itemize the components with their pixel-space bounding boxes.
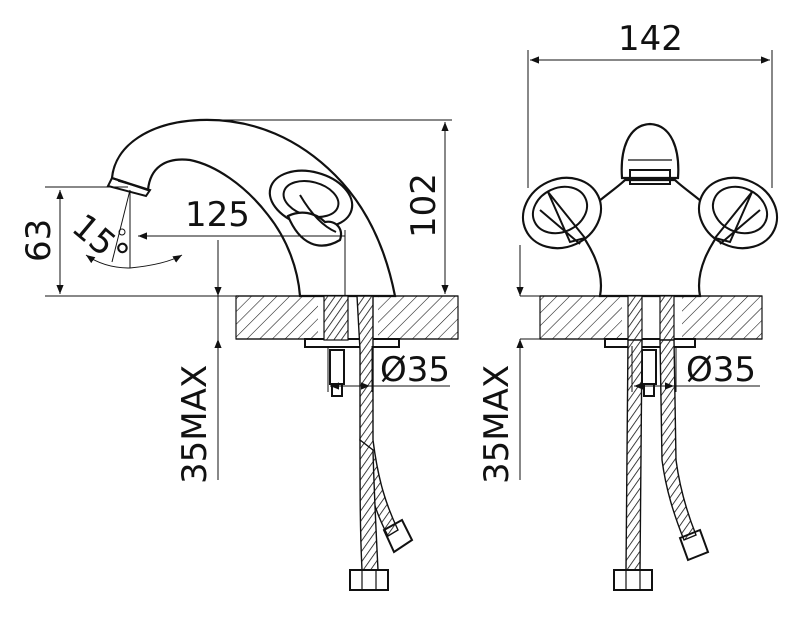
threaded-shank-front-right [659,295,675,341]
supply-hose-front-left [625,339,643,571]
threaded-shank-front-left [627,295,643,341]
width-label: 142 [618,19,683,59]
supply-hose-front-right [659,339,697,541]
threaded-shank-side [323,295,349,341]
handle-side [268,169,354,247]
overall-height-label: 102 [404,173,444,238]
max-thickness-label-right: 35MAX [477,365,517,484]
base-plate-front [604,338,696,348]
hole-diameter-label-right: Ø35 [686,350,756,390]
spout-angle-label: 15° [64,206,136,275]
max-thickness-label-left: 35MAX [175,365,215,484]
handle-front-right [697,176,779,250]
handle-front-left [521,176,603,250]
spout-height-label: 63 [19,219,59,262]
spout-body [110,118,397,298]
spout-front [620,122,680,180]
side-view: 63 15° 125 102 35MAX Ø35 [19,118,459,591]
spout-reach-label: 125 [185,195,250,235]
base-plate-side [304,338,400,348]
faucet-body-front [573,178,727,298]
hole-diameter-label-left: Ø35 [380,350,450,390]
front-view: 142 35MAX Ø35 [477,19,779,591]
